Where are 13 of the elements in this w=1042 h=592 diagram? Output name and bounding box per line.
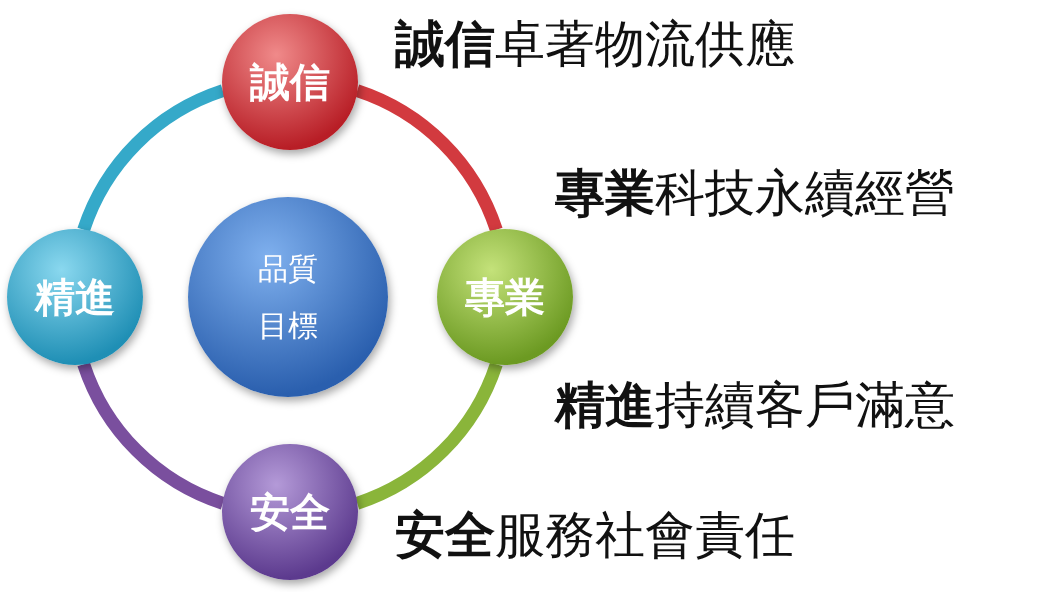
circle-label: 專業 (465, 272, 545, 322)
ring-arc (354, 361, 503, 510)
slogan-text: 專業科技永續經營 (555, 163, 955, 223)
slogan-text: 安全服務社會責任 (395, 505, 795, 565)
slogan-text: 精進持續客戶滿意 (555, 375, 955, 435)
circle-label: 安全 (250, 487, 330, 537)
slogan-text: 誠信卓著物流供應 (395, 14, 795, 74)
circle-label: 誠信 (250, 57, 330, 107)
circle-label: 精進 (35, 272, 115, 322)
ring-arc (354, 84, 503, 233)
circle-label: 品質目標 (257, 250, 319, 345)
ring-arc (77, 84, 226, 233)
ring-arc (77, 361, 226, 510)
